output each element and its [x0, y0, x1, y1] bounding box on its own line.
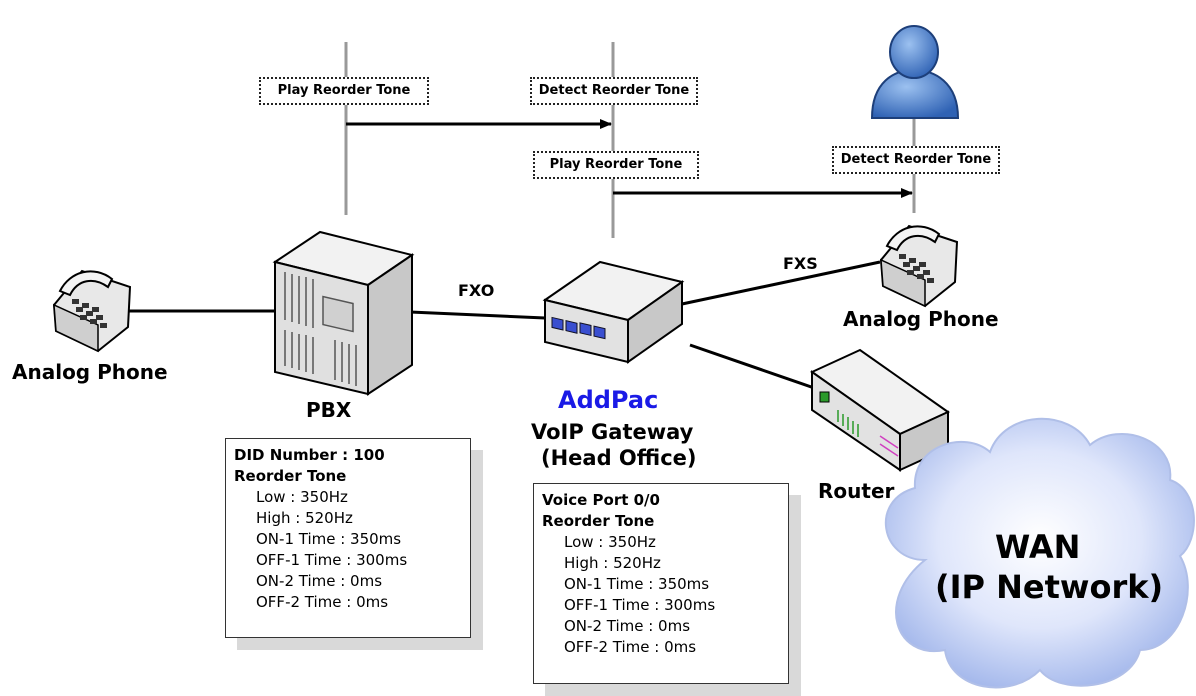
pbx-label: PBX — [306, 398, 352, 422]
phone-detect-reorder-tag: Detect Reorder Tone — [832, 146, 1000, 174]
pbx-icon — [272, 230, 415, 396]
right-phone-label: Analog Phone — [843, 307, 999, 331]
gateway-router-line — [689, 343, 821, 392]
gateway-high-freq: High : 520Hz — [564, 554, 661, 572]
right-phone-icon — [879, 224, 959, 308]
gateway-low-freq: Low : 350Hz — [564, 533, 656, 551]
router-label: Router — [818, 479, 895, 503]
pbx-low-freq: Low : 350Hz — [256, 488, 348, 506]
pbx-on2-time: ON-2 Time : 0ms — [256, 572, 383, 590]
pbx-on1-time: ON-1 Time : 350ms — [256, 530, 402, 548]
voip-gateway-icon — [542, 260, 685, 364]
fxs-line — [681, 260, 881, 306]
fxo-line — [409, 310, 546, 320]
gateway-play-reorder-tag: Play Reorder Tone — [533, 151, 699, 179]
pbx-play-reorder-tag: Play Reorder Tone — [259, 77, 429, 105]
pbx-info-box: DID Number : 100 Reorder Tone Low : 350H… — [225, 438, 471, 638]
pbx-did-number: DID Number : 100 — [234, 446, 385, 464]
wan-label-line1: WAN — [995, 528, 1081, 566]
pbx-reorder-heading: Reorder Tone — [234, 467, 347, 485]
left-phone-icon — [52, 269, 132, 353]
pbx-off1-time: OFF-1 Time : 300ms — [256, 551, 408, 569]
fxo-label: FXO — [458, 281, 495, 300]
left-phone-label: Analog Phone — [12, 360, 168, 384]
gateway-label-line2: (Head Office) — [541, 446, 697, 470]
pbx-off2-time: OFF-2 Time : 0ms — [256, 593, 389, 611]
gateway-label-line1: VoIP Gateway — [531, 420, 694, 444]
gateway-off1-time: OFF-1 Time : 300ms — [564, 596, 716, 614]
gateway-voice-port: Voice Port 0/0 — [542, 491, 660, 509]
wan-cloud-icon — [884, 417, 1195, 689]
gateway-on1-time: ON-1 Time : 350ms — [564, 575, 710, 593]
addpac-brand-label: AddPac — [558, 386, 659, 414]
user-person-icon — [870, 25, 960, 119]
gateway-info-box: Voice Port 0/0 Reorder Tone Low : 350Hz … — [533, 483, 789, 684]
gateway-reorder-heading: Reorder Tone — [542, 512, 655, 530]
gateway-detect-reorder-tag: Detect Reorder Tone — [530, 77, 698, 105]
gateway-on2-time: ON-2 Time : 0ms — [564, 617, 691, 635]
router-icon — [810, 348, 950, 472]
fxs-label: FXS — [783, 254, 818, 273]
gateway-off2-time: OFF-2 Time : 0ms — [564, 638, 697, 656]
pbx-high-freq: High : 520Hz — [256, 509, 353, 527]
wan-label-line2: (IP Network) — [935, 568, 1164, 606]
